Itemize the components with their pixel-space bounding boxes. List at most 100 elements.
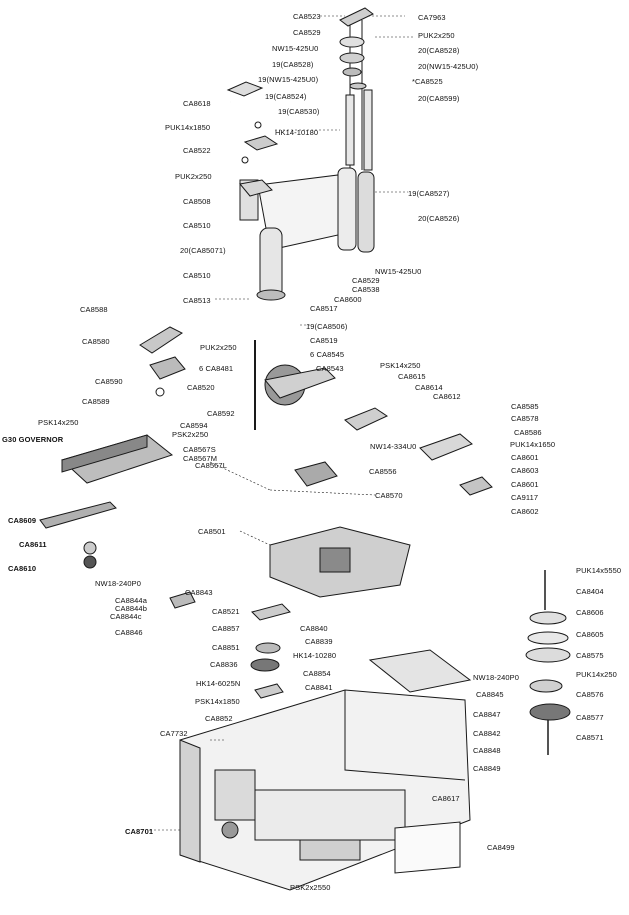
- part-label: 19(CA8527): [408, 189, 450, 198]
- part-label: HK14-10280: [293, 651, 337, 660]
- part-label: CA8600: [334, 295, 362, 304]
- part-label: CA8589: [82, 397, 110, 406]
- part-label: NW18-240P0: [473, 673, 520, 682]
- part-label: CA8590: [95, 377, 123, 386]
- part-label: CA8570: [375, 491, 403, 500]
- part-label: CA8523: [293, 12, 321, 21]
- part-label: PUK14x250: [576, 670, 617, 679]
- part-label: CA8517: [310, 304, 338, 313]
- part-label: CA9117: [511, 493, 539, 502]
- part-label: CA8846: [115, 628, 143, 637]
- part-label: CA8501: [198, 527, 226, 536]
- part-label: CA8844a: [115, 596, 147, 605]
- part-label: CA8611: [19, 540, 47, 549]
- part-label: CA8592: [207, 409, 235, 418]
- part-label: CA8836: [210, 660, 238, 669]
- part-label: CA8538: [352, 285, 380, 294]
- part-label: CA8513: [183, 296, 211, 305]
- part-label: CA8519: [310, 336, 338, 345]
- part-label: CA8508: [183, 197, 211, 206]
- part-label: 19(CA8530): [278, 107, 320, 116]
- part-label: PUK2x250: [200, 343, 237, 352]
- right-gear-stack: [525, 570, 571, 755]
- part-label: CA8510: [183, 271, 211, 280]
- part-label: CA8567L: [195, 461, 227, 470]
- part-label: NW15-425U0: [375, 267, 422, 276]
- part-label: CA8499: [487, 843, 515, 852]
- part-label: NW18-240P0: [95, 579, 142, 588]
- part-label: CA8854: [303, 669, 331, 678]
- part-label: PSK14x250: [38, 418, 79, 427]
- part-label: PSK14x250: [380, 361, 421, 370]
- part-label: NW15-425U0: [272, 44, 319, 53]
- part-label: CA8556: [369, 467, 397, 476]
- part-label: CA7732: [160, 729, 188, 738]
- shutter-mechanism: [139, 326, 493, 496]
- part-label: 6 CA8481: [199, 364, 234, 373]
- part-label: CA8529: [352, 276, 380, 285]
- part-label: CA8520: [187, 383, 215, 392]
- part-label: CA8839: [305, 637, 333, 646]
- part-label: CA8610: [8, 564, 37, 573]
- part-label: CA8615: [398, 372, 426, 381]
- part-label: CA8588: [80, 305, 108, 314]
- part-label: CA8577: [576, 713, 604, 722]
- part-label: CA8841: [305, 683, 333, 692]
- part-label: CA8575: [576, 651, 604, 660]
- part-label: CA8609: [8, 516, 37, 525]
- part-label: HK14-10180: [275, 128, 319, 137]
- part-label: CA8602: [511, 507, 539, 516]
- part-label: CA8404: [576, 587, 604, 596]
- part-label: CA7963: [418, 13, 446, 22]
- part-label: CA8605: [576, 630, 604, 639]
- part-label: CA8601: [511, 453, 539, 462]
- part-label: NW14-334U0: [370, 442, 417, 451]
- part-label: CA8606: [576, 608, 604, 617]
- part-label: CA8603: [511, 466, 539, 475]
- part-label: CA8617: [432, 794, 460, 803]
- part-label: *CA8525: [412, 77, 443, 86]
- part-label: CA8848: [473, 746, 501, 755]
- camera-body: [179, 649, 472, 891]
- part-label: CA8701: [125, 827, 154, 836]
- part-label: 19(CA8528): [272, 60, 314, 69]
- part-label: PSK2x250: [172, 430, 209, 439]
- part-label: PSK2x2550: [290, 883, 331, 892]
- part-label: CA8614: [415, 383, 443, 392]
- main-plate: [269, 461, 411, 598]
- part-label: PUK14x5550: [576, 566, 622, 575]
- part-label: CA8844c: [110, 612, 142, 621]
- part-label: CA8529: [293, 28, 321, 37]
- part-label: CA8571: [576, 733, 604, 742]
- part-label: 19(CA8506): [306, 322, 348, 331]
- part-label: PUK2x250: [418, 31, 455, 40]
- part-label: CA8851: [212, 643, 240, 652]
- governor-assembly: [39, 434, 174, 569]
- part-label: 20(CA8526): [418, 214, 460, 223]
- part-label: CA8852: [205, 714, 233, 723]
- part-label: 6 CA8545: [310, 350, 345, 359]
- part-label: CA8567S: [183, 445, 216, 454]
- part-label: 19(CA8524): [265, 92, 307, 101]
- part-label: CA8567M: [183, 454, 218, 463]
- lower-gear-train: [169, 591, 291, 699]
- part-label: CA8594: [180, 421, 208, 430]
- part-label: CA8601: [511, 480, 539, 489]
- part-label: CA8612: [433, 392, 461, 401]
- part-label: CA8618: [183, 99, 211, 108]
- upper-brackets: [226, 81, 279, 197]
- part-label: PSK14x1850: [195, 697, 240, 706]
- part-label: PUK14x1850: [165, 123, 211, 132]
- upper-shaft-assembly: [339, 7, 374, 171]
- part-label: G30 GOVERNOR: [2, 435, 64, 444]
- part-label: CA8842: [473, 729, 501, 738]
- part-label: CA8840: [300, 624, 328, 633]
- part-label: 19(NW15-425U0): [258, 75, 319, 84]
- part-label: 20(CA8528): [418, 46, 460, 55]
- part-label: 20(CA85071): [180, 246, 226, 255]
- part-label: CA8586: [514, 428, 542, 437]
- part-label: CA8849: [473, 764, 501, 773]
- part-label: CA8543: [316, 364, 344, 373]
- part-label: CA8510: [183, 221, 211, 230]
